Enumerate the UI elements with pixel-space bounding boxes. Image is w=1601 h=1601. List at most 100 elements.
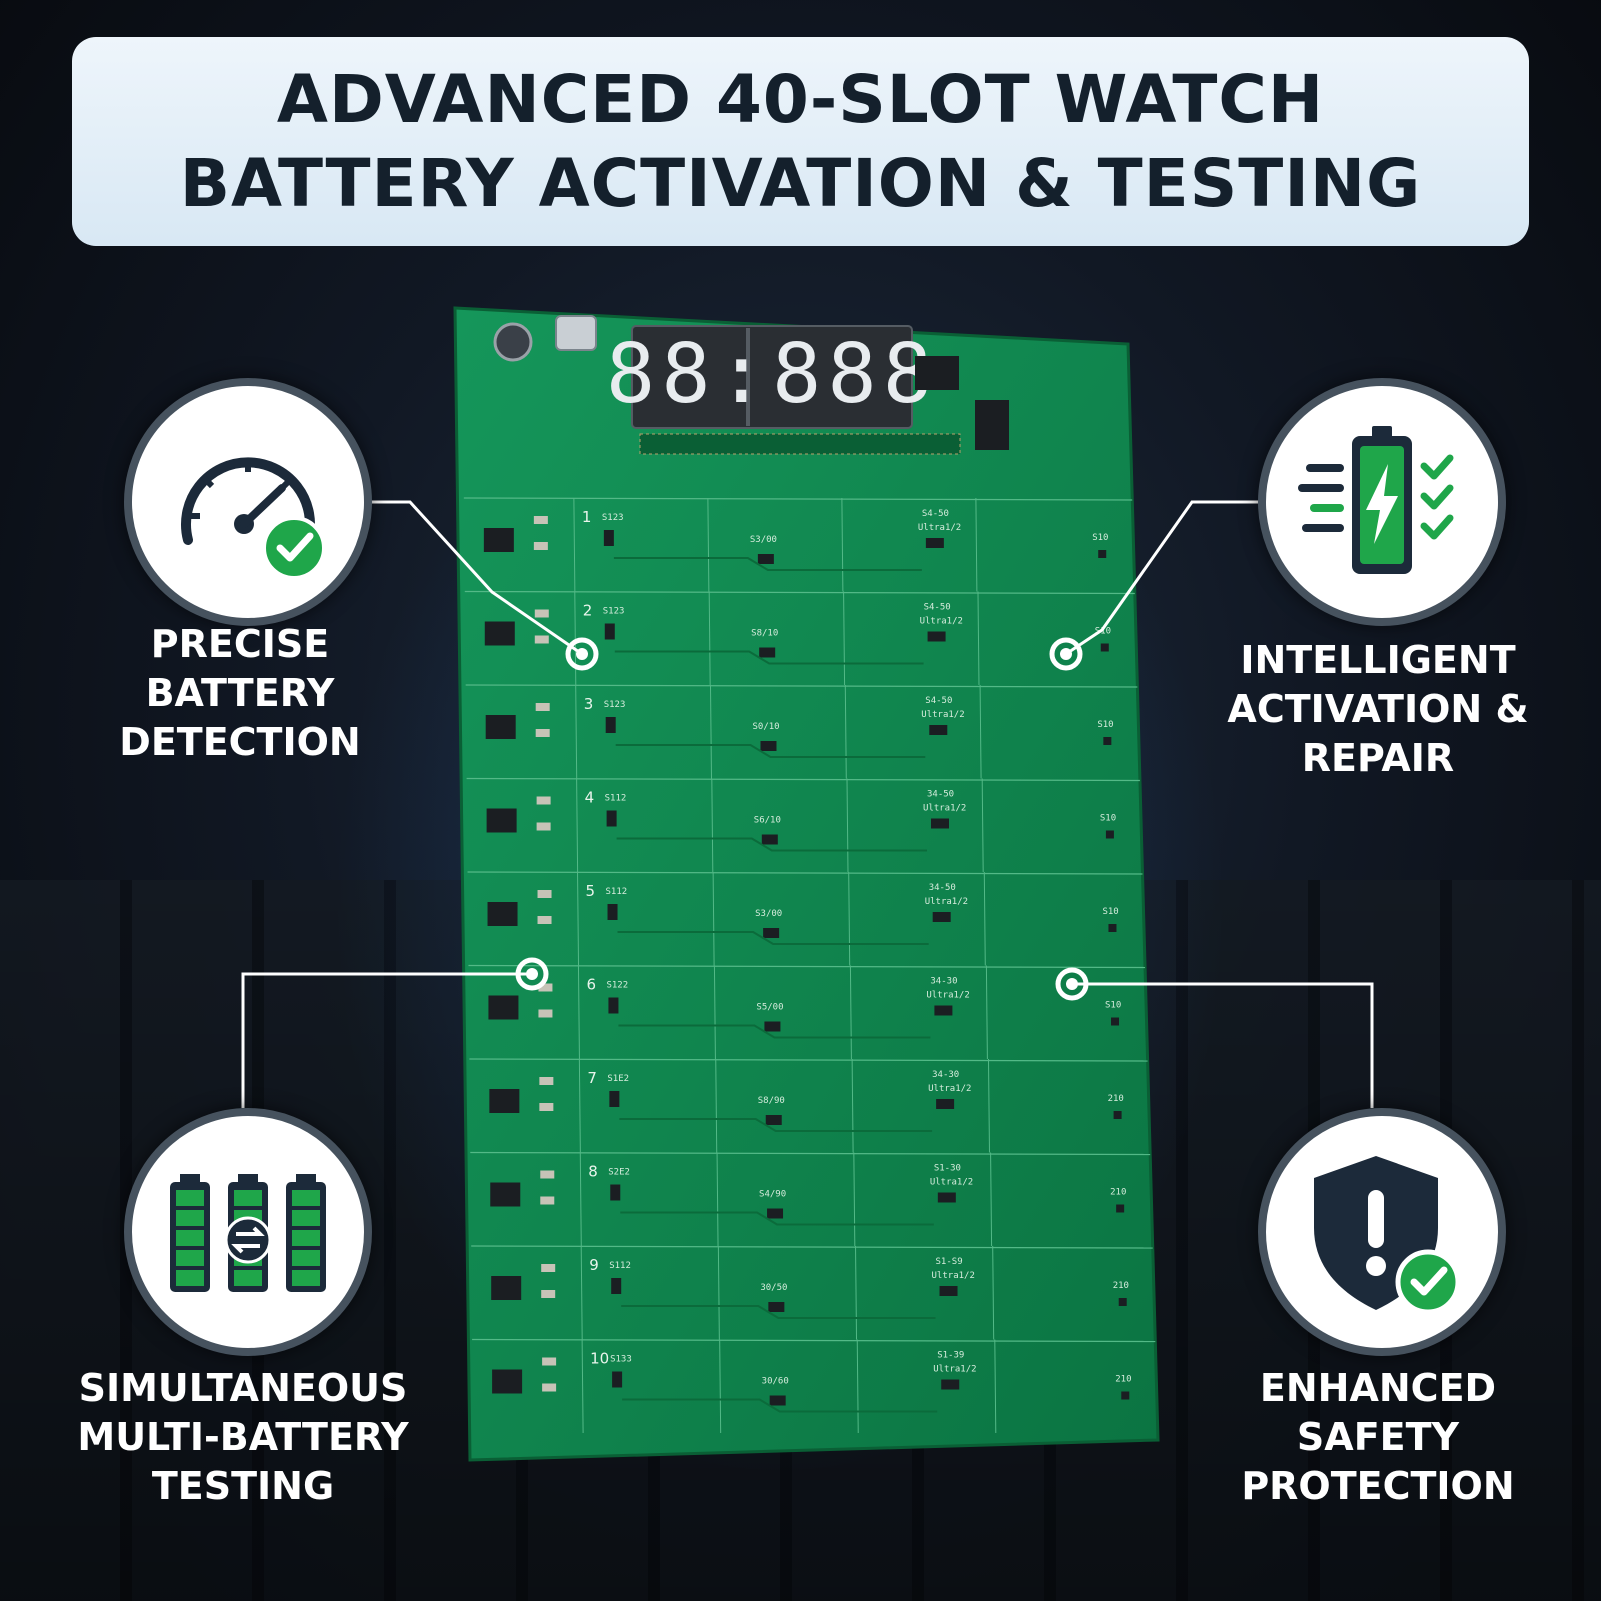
feature-circle-simultaneous (124, 1108, 372, 1356)
slot-ic-chip (485, 715, 516, 739)
slot-label-col3: Ultra1/2 (923, 804, 966, 814)
slot-label-col3: Ultra1/2 (921, 710, 964, 720)
slot-label-col3: 34-30 (930, 977, 957, 987)
slot-contact (757, 554, 774, 564)
slot-col-divider (719, 1339, 722, 1434)
slot-label-col2: S5/00 (756, 1003, 783, 1013)
slot-number: 1 (582, 508, 592, 526)
slot-col-divider (846, 778, 849, 873)
feature-label-line: TESTING (151, 1464, 335, 1508)
slot-resistor (538, 983, 553, 992)
slot-col-divider (712, 871, 715, 966)
chip-top (915, 356, 959, 390)
slot-col-divider (843, 591, 846, 686)
slot-label-col1: S2E2 (608, 1168, 630, 1178)
slot-row-divider (472, 1338, 1156, 1343)
slot-resistor (539, 1077, 554, 1085)
slot-contact (1108, 924, 1117, 932)
slot-ic-chip (483, 528, 514, 552)
slot-contact (925, 538, 944, 548)
slot-number: 8 (588, 1163, 598, 1181)
slot-contact (605, 717, 616, 733)
slot-ic-chip (487, 902, 518, 926)
slot-contact (1100, 643, 1109, 652)
slot-col-divider (990, 1152, 993, 1247)
slot-col-divider (844, 684, 847, 779)
feature-label-line: PRECISE (150, 622, 330, 666)
title-line-2: BATTERY ACTIVATION & TESTING (179, 144, 1422, 222)
slot-label-col3: Ultra1/2 (928, 1084, 971, 1094)
slot-resistor (533, 516, 548, 524)
slot-label-col3: S1-30 (934, 1164, 961, 1174)
slot-contact (1111, 1017, 1120, 1026)
slot-resistor (542, 1357, 557, 1366)
slot-contact (1103, 737, 1112, 745)
display-digits: 88:888 (606, 327, 938, 422)
pin-header (639, 433, 961, 455)
slot-contact (1098, 550, 1107, 558)
slot-number: 4 (585, 789, 595, 807)
slot-contact (932, 912, 951, 922)
slot-col-divider (581, 1339, 584, 1434)
feature-label-line: MULTI-BATTERY (77, 1415, 409, 1459)
feature-label-safety: ENHANCED SAFETY PROTECTION (1168, 1364, 1588, 1511)
slot-number: 10 (590, 1350, 609, 1368)
slot-label-col3: Ultra1/2 (920, 617, 963, 627)
slot-contact (1116, 1204, 1125, 1213)
feature-circle-intelligent (1258, 378, 1506, 626)
slot-col-divider (856, 1339, 859, 1434)
slot-label-col3: Ultra1/2 (930, 1178, 973, 1188)
slot-label-col4: S10 (1097, 720, 1113, 730)
slot-ic-chip (484, 621, 515, 646)
slot-col-divider (849, 965, 852, 1060)
slot-col-divider (985, 965, 988, 1060)
slot-trace (618, 1024, 931, 1039)
slot-contact (769, 1395, 786, 1406)
slot-label-col4: S10 (1092, 533, 1108, 543)
slot-contact (939, 1286, 958, 1296)
slot-label-col4: S10 (1095, 627, 1111, 637)
slot-col-divider (575, 684, 578, 779)
feature-label-line: SIMULTANEOUS (78, 1366, 408, 1410)
slot-resistor (540, 1170, 555, 1179)
slot-ic-chip (490, 1182, 521, 1207)
slot-col-divider (716, 1152, 719, 1247)
feature-label-line: ACTIVATION & (1227, 687, 1529, 731)
slot-col-divider (987, 1058, 990, 1153)
slot-trace (621, 1305, 936, 1319)
feature-label-line: PROTECTION (1241, 1464, 1515, 1508)
slot-number: 9 (589, 1256, 599, 1274)
slot-col-divider (576, 778, 579, 873)
slot-col-divider (855, 1245, 858, 1340)
slot-trace (615, 744, 926, 758)
slot-label-col1: S112 (609, 1261, 631, 1271)
slot-label-col3: S4-50 (922, 509, 949, 519)
multi-battery-icon (170, 1174, 326, 1292)
slot-label-col3: S1-39 (937, 1351, 964, 1361)
slot-col-divider (841, 497, 844, 592)
feature-label-intelligent: INTELLIGENT ACTIVATION & REPAIR (1168, 636, 1588, 783)
slot-ic-chip (489, 1089, 520, 1113)
slot-resistor (537, 916, 552, 924)
slot-col-divider (579, 1152, 582, 1247)
slot-label-col2: S8/10 (751, 629, 778, 639)
slot-resistor (535, 729, 550, 737)
slot-contact (1118, 1298, 1127, 1306)
slot-label-col1: S112 (605, 794, 627, 804)
slot-label-col1: S122 (606, 981, 628, 991)
slot-label-col4: 210 (1108, 1094, 1124, 1104)
slot-ic-chip (492, 1369, 523, 1394)
feature-label-line: REPAIR (1301, 736, 1455, 780)
feature-label-precise: PRECISE BATTERY DETECTION (30, 620, 450, 767)
slot-col-divider (708, 591, 711, 686)
title-banner: ADVANCED 40-SLOT WATCH BATTERY ACTIVATIO… (72, 37, 1529, 246)
slot-contact (606, 810, 617, 827)
slot-label-col2: S6/10 (754, 816, 781, 826)
slot-row-divider (466, 777, 1140, 782)
slot-label-col1: S112 (606, 887, 628, 897)
slot-col-divider (977, 591, 980, 686)
slot-ic-chip (491, 1276, 522, 1300)
slot-contact (610, 1184, 621, 1201)
slot-label-col3: Ultra1/2 (918, 523, 961, 533)
slot-resistor (538, 1009, 553, 1018)
